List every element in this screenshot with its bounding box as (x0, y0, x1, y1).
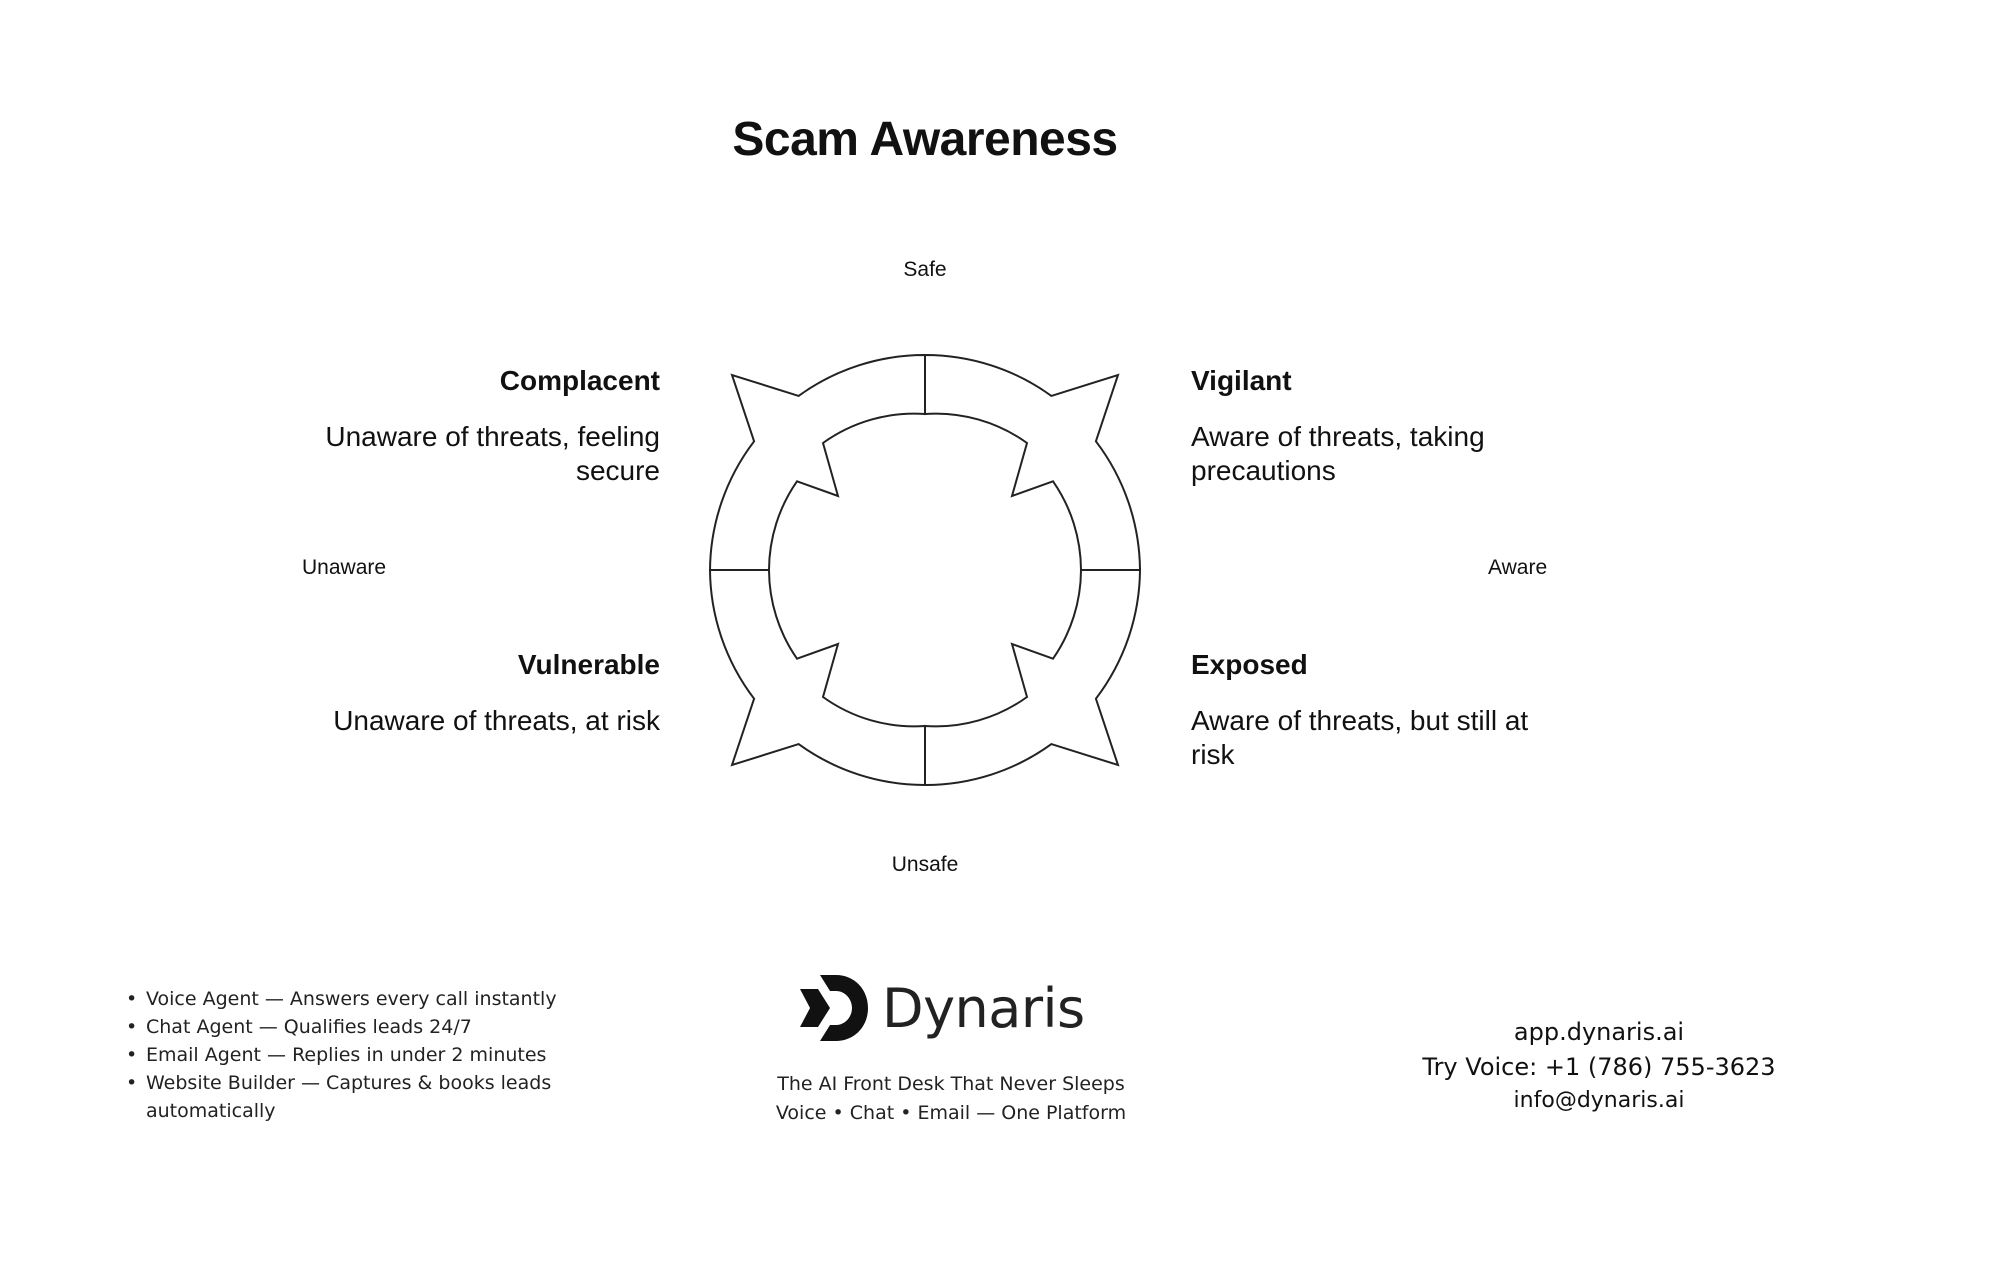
axis-label-unaware: Unaware (302, 556, 387, 579)
quadrant-vulnerable: Vulnerable Unaware of threats, at risk (300, 648, 660, 738)
quadrant-complacent: Complacent Unaware of threats, feeling s… (300, 364, 660, 488)
contact-info: app.dynaris.ai Try Voice: +1 (786) 755-3… (1422, 1015, 1775, 1117)
quadrant-exposed: Exposed Aware of threats, but still at r… (1191, 648, 1551, 772)
quadrant-title: Exposed (1191, 649, 1308, 680)
list-item: Chat Agent — Qualifies leads 24/7 (126, 1013, 596, 1041)
email-link[interactable]: info@dynaris.ai (1513, 1088, 1685, 1113)
quadrant-description: Aware of threats, taking precautions (1191, 421, 1485, 486)
tagline: The AI Front Desk That Never Sleeps Voic… (776, 1070, 1126, 1128)
quadrant-description: Unaware of threats, at risk (333, 705, 660, 736)
outer-ring-segment-top-right (924, 353, 1142, 571)
brand-name: Dynaris (882, 976, 1085, 1040)
brand-logo: Dynaris (800, 975, 1085, 1041)
quadrant-description: Aware of threats, but still at risk (1191, 705, 1529, 770)
phone-number[interactable]: Try Voice: +1 (786) 755-3623 (1422, 1053, 1776, 1081)
axis-label-aware: Aware (1488, 556, 1548, 579)
list-item: Website Builder — Captures & books leads… (126, 1069, 596, 1125)
quadrant-vigilant: Vigilant Aware of threats, taking precau… (1191, 364, 1551, 488)
quadrant-description: Unaware of threats, feeling secure (325, 421, 660, 486)
outer-ring-segment-bottom-right (924, 569, 1142, 787)
dynaris-logo-icon (800, 975, 868, 1041)
quadrant-title: Complacent (499, 365, 660, 396)
list-item: Email Agent — Replies in under 2 minutes (126, 1041, 596, 1069)
tagline-line: Voice • Chat • Email — One Platform (775, 1102, 1127, 1124)
tagline-line: The AI Front Desk That Never Sleeps (777, 1073, 1125, 1095)
list-item: Voice Agent — Answers every call instant… (126, 985, 596, 1013)
quadrant-title: Vulnerable (517, 649, 660, 680)
axis-label-safe: Safe (903, 258, 947, 281)
outer-ring-segment-top-left (708, 353, 926, 571)
outer-ring-segment-bottom-left (708, 569, 926, 787)
page-title: Scam Awareness (732, 113, 1118, 166)
axis-label-unsafe: Unsafe (891, 853, 959, 876)
website-link[interactable]: app.dynaris.ai (1513, 1018, 1685, 1046)
feature-list: Voice Agent — Answers every call instant… (126, 985, 596, 1125)
quadrant-title: Vigilant (1191, 365, 1292, 396)
